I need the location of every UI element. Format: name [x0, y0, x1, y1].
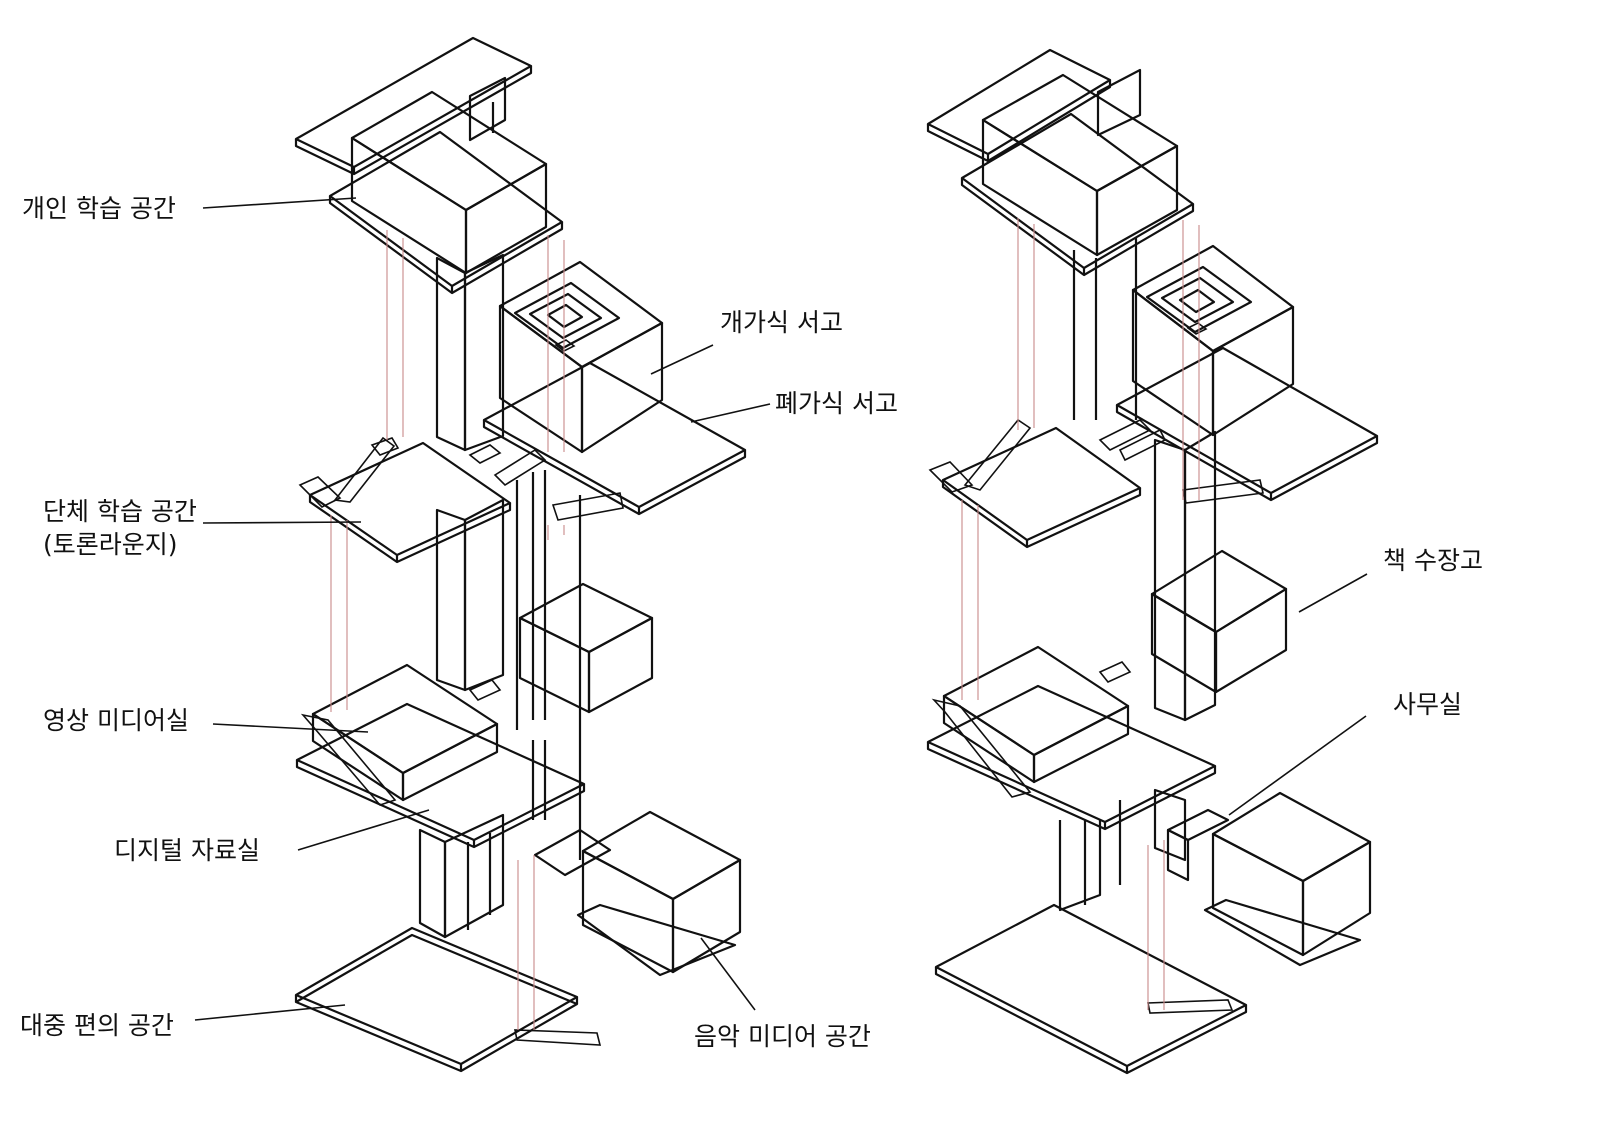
label-private-study: 개인 학습 공간	[22, 194, 176, 223]
leader-book-storage	[1298, 573, 1368, 613]
leader-digital-archive	[297, 809, 430, 851]
right-lower-box	[1203, 791, 1372, 967]
label-public-amenity: 대중 편의 공간	[20, 1011, 174, 1040]
left-core	[418, 253, 582, 939]
right-guide-lines	[961, 218, 1200, 1010]
leader-private-study	[202, 197, 357, 209]
leader-public-amenity	[194, 1004, 346, 1021]
left-top-level	[294, 36, 564, 295]
left-tower	[294, 36, 747, 1073]
label-open-stacks: 개가식 서고	[720, 308, 843, 337]
right-ground-plate	[934, 903, 1248, 1075]
leader-office	[1228, 715, 1367, 816]
left-ground-plate	[294, 926, 602, 1073]
right-stacks-level	[1115, 244, 1379, 504]
book-storage-box	[1150, 549, 1288, 694]
label-video-media: 영상 미디어실	[43, 706, 189, 735]
label-closed-stacks: 폐가식 서고	[775, 389, 898, 418]
right-core	[1058, 238, 1217, 912]
leader-group-study	[202, 521, 362, 524]
left-stacks-level	[482, 260, 747, 521]
right-tower	[926, 48, 1379, 1075]
label-book-storage: 책 수장고	[1383, 546, 1483, 575]
leader-open-stacks	[650, 344, 714, 375]
label-group-study: 단체 학습 공간	[43, 497, 197, 526]
office-box	[1166, 808, 1230, 882]
left-video-media-level	[295, 663, 586, 849]
right-top-level	[926, 48, 1195, 277]
label-digital-archive: 디지털 자료실	[114, 836, 260, 865]
right-group-study-level	[928, 418, 1167, 549]
right-video-media-level	[926, 645, 1217, 831]
label-group-study-sub: (토론라운지)	[43, 530, 178, 559]
leader-video-media	[212, 723, 369, 733]
label-music-media: 음악 미디어 공간	[694, 1022, 871, 1051]
labels: 개인 학습 공간 개가식 서고 폐가식 서고 단체 학습 공간 (토론라운지) …	[20, 194, 1483, 1051]
left-group-study-level	[298, 436, 512, 564]
label-office: 사무실	[1393, 690, 1462, 719]
left-middle-cube	[518, 582, 654, 877]
left-guide-lines	[330, 230, 565, 1030]
leader-closed-stacks	[690, 403, 771, 423]
leader-lines	[194, 197, 1368, 1021]
leader-music-media	[700, 937, 756, 1011]
left-music-media-box	[576, 810, 742, 977]
